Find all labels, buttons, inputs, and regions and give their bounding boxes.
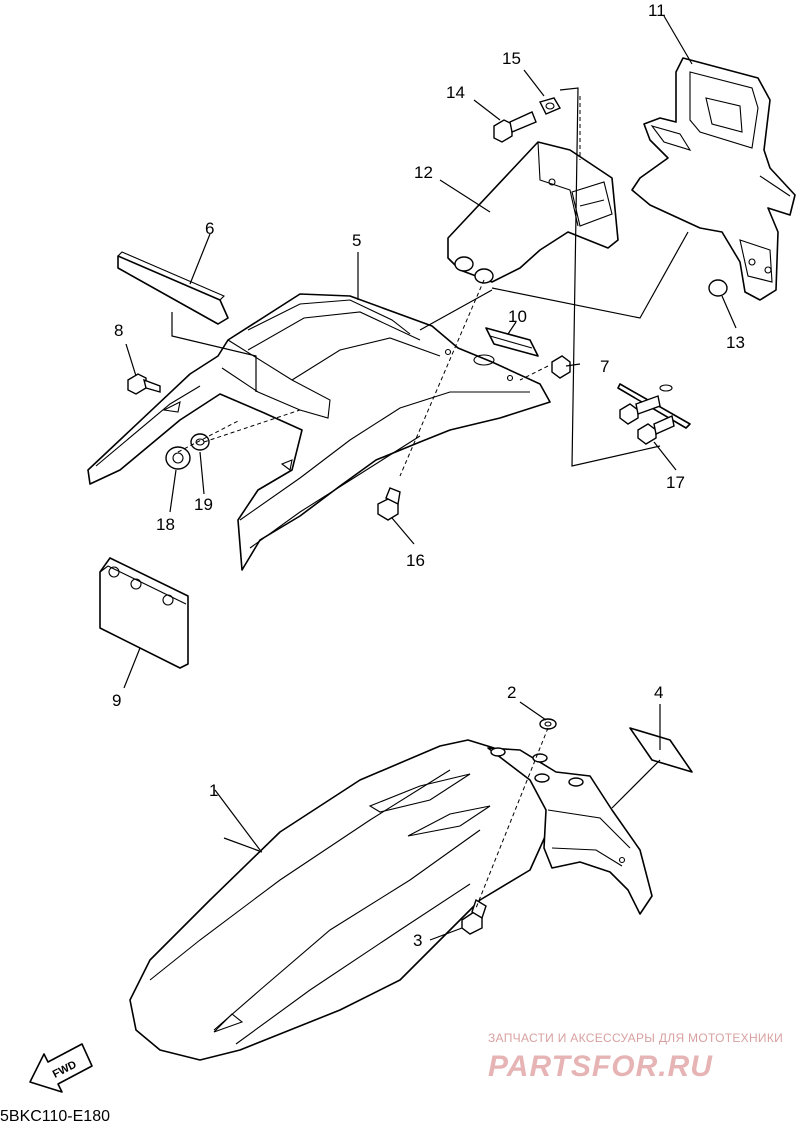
- part-2-nut: [539, 718, 557, 730]
- callout-4: 4: [654, 683, 663, 702]
- part-1-front-fender-mount: [487, 747, 653, 915]
- callout-15: 15: [502, 49, 521, 68]
- part-5-rear-fender: [87, 293, 551, 571]
- part-8-bolt: [127, 373, 161, 395]
- part-4-decal: [629, 727, 693, 773]
- part-18-nut: [165, 446, 191, 470]
- diagram-code: 5BKC110-E180: [0, 1108, 110, 1124]
- callout-19: 19: [194, 495, 213, 514]
- callout-6: 6: [205, 219, 214, 238]
- part-11-plate-bracket: [631, 57, 796, 301]
- part-1-front-fender: [129, 739, 551, 1061]
- part-16-bolt: [377, 487, 401, 521]
- callout-10: 10: [508, 307, 527, 326]
- callout-3: 3: [413, 931, 422, 950]
- callout-11: 11: [648, 1, 666, 20]
- callout-9: 9: [112, 691, 121, 710]
- callout-13: 13: [726, 333, 745, 352]
- part-14-bolt: [493, 111, 537, 143]
- part-13-grommet: [708, 279, 728, 297]
- part-9-number-plate: [99, 557, 189, 669]
- callout-12: 12: [414, 163, 433, 182]
- part-19-washer: [190, 433, 210, 451]
- part-15-collar: [538, 97, 562, 115]
- assembly-lines: [171, 87, 689, 909]
- watermark-tagline: ЗАПЧАСТИ И АКСЕССУАРЫ ДЛЯ МОТОТЕХНИКИ: [488, 1031, 783, 1045]
- part-12-bolts: [454, 256, 494, 284]
- callout-17: 17: [666, 473, 685, 492]
- fwd-direction-arrow: FWD: [29, 1043, 93, 1093]
- watermark-brand: PARTSFOR.RU: [488, 1050, 713, 1083]
- callout-7: 7: [600, 357, 609, 376]
- part-17-screws: [617, 383, 691, 445]
- part-7-bolt: [551, 355, 571, 379]
- callout-labels: 1 2 3 4 5 6 7 8 9 10 11 12 13 14 15 16 1…: [112, 1, 745, 950]
- callout-16: 16: [406, 551, 425, 570]
- callout-1: 1: [209, 781, 218, 800]
- leader-lines: [123, 15, 737, 941]
- callout-18: 18: [156, 515, 175, 534]
- part-12-bracket: [447, 141, 619, 283]
- part-10-label: [485, 327, 539, 357]
- callout-14: 14: [446, 83, 465, 102]
- callout-8: 8: [114, 321, 123, 340]
- callout-2: 2: [507, 683, 516, 702]
- watermark: ЗАПЧАСТИ И АКСЕССУАРЫ ДЛЯ МОТОТЕХНИКИ PA…: [488, 1031, 783, 1083]
- callout-5: 5: [352, 231, 361, 250]
- part-6-pad: [117, 251, 229, 325]
